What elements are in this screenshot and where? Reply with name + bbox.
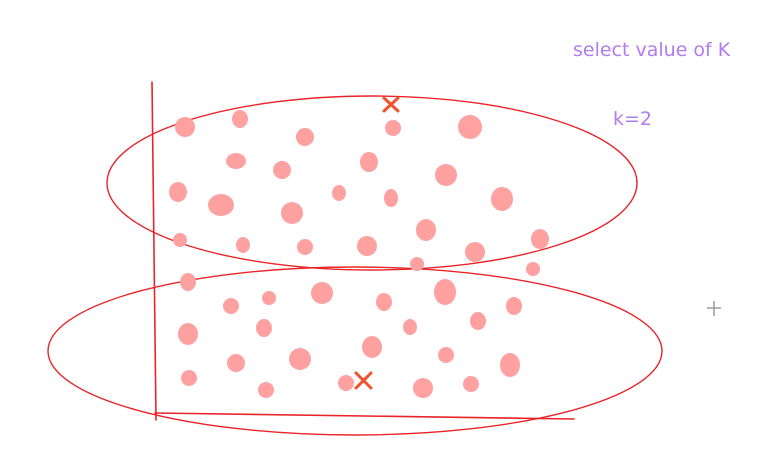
data-point [332, 185, 346, 201]
data-point [281, 202, 303, 224]
data-point [227, 354, 245, 372]
data-point [500, 353, 520, 377]
upper-cluster-ellipse [106, 95, 638, 271]
data-point [173, 233, 187, 247]
data-point [311, 282, 333, 304]
data-point [169, 182, 187, 202]
data-point [435, 164, 457, 186]
data-point [273, 161, 291, 179]
crosshair-cursor-icon [707, 301, 721, 316]
data-point [258, 382, 274, 398]
k-value-annotation: k=2 [613, 108, 653, 130]
data-point [413, 378, 433, 398]
data-point [297, 239, 313, 255]
data-point [362, 336, 382, 358]
data-point [410, 257, 424, 271]
data-point [180, 273, 196, 291]
data-point [376, 293, 392, 311]
data-point [384, 189, 398, 207]
lower-cluster-points [178, 273, 522, 398]
data-point [289, 348, 311, 370]
data-point [360, 152, 378, 172]
x-mark-icon [382, 96, 400, 113]
data-point [226, 153, 246, 169]
data-point [438, 347, 454, 363]
y-axis [151, 81, 157, 421]
data-point [416, 219, 436, 241]
data-point [403, 319, 417, 335]
data-point [232, 110, 248, 128]
x-axis [154, 412, 575, 420]
data-point [256, 319, 272, 337]
data-point [223, 298, 239, 314]
lower-cluster-ellipse [47, 266, 663, 436]
data-point [338, 375, 354, 391]
data-point [178, 323, 198, 345]
data-point [465, 242, 485, 262]
data-point [491, 187, 513, 211]
data-point [506, 297, 522, 315]
select-k-annotation: select value of K [573, 39, 731, 61]
data-point [434, 279, 456, 305]
data-point [526, 262, 540, 276]
data-point [236, 237, 250, 253]
data-point [458, 115, 482, 139]
data-point [531, 229, 549, 249]
data-point [463, 376, 479, 392]
data-point [470, 312, 486, 330]
x-mark-icon [354, 371, 373, 390]
data-point [262, 291, 276, 305]
data-point [175, 117, 195, 137]
data-point [385, 120, 401, 136]
upper-cluster-points [169, 110, 549, 276]
data-point [357, 236, 377, 256]
data-point [208, 194, 234, 216]
data-point [296, 128, 314, 146]
data-point [181, 370, 197, 386]
